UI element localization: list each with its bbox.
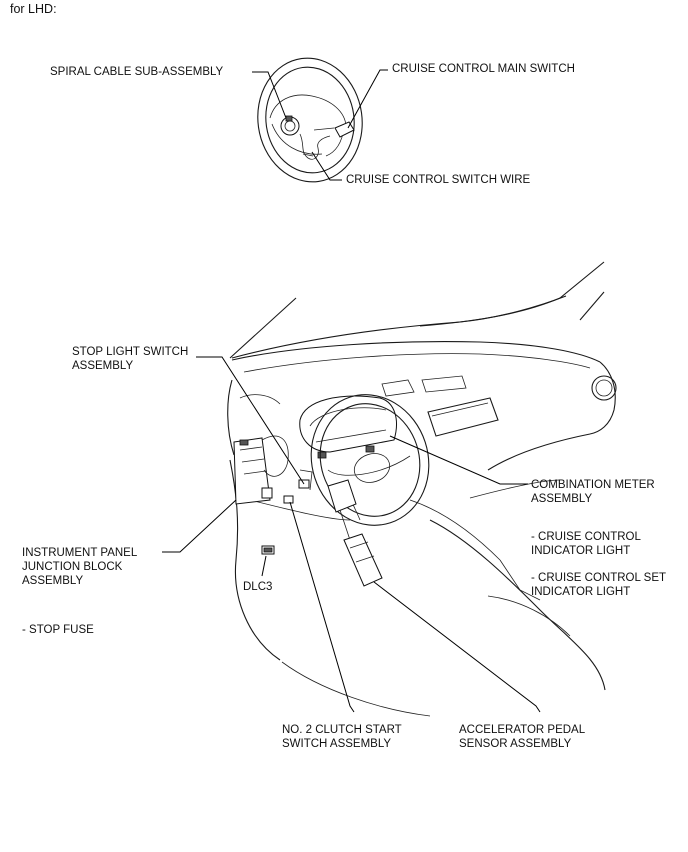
- label-stop-light-switch-line1: STOP LIGHT SWITCH: [72, 346, 189, 358]
- label-cc-indicator-line2: INDICATOR LIGHT: [531, 545, 631, 557]
- junction-block-illustration: [233, 435, 289, 505]
- steering-wheel-illustration: [257, 57, 363, 183]
- accelerator-pedal-illustration: [327, 479, 383, 587]
- label-clutch-switch-line2: SWITCH ASSEMBLY: [282, 738, 392, 750]
- label-cc-indicator-line1: - CRUISE CONTROL: [531, 531, 641, 543]
- dlc3-leader: [261, 555, 267, 577]
- switch-wire-leader: [311, 151, 342, 181]
- combination-meter-leader: [389, 435, 528, 485]
- label-dlc3: DLC3: [243, 581, 273, 593]
- combination-meter-illustration: [299, 395, 397, 459]
- page-title: for LHD:: [10, 2, 57, 16]
- label-junction-block-line3: ASSEMBLY: [22, 575, 84, 587]
- label-cruise-main-switch: CRUISE CONTROL MAIN SWITCH: [392, 63, 575, 75]
- label-spiral-cable: SPIRAL CABLE SUB-ASSEMBLY: [50, 66, 224, 78]
- label-cc-set-indicator-line2: INDICATOR LIGHT: [531, 586, 631, 598]
- label-cruise-switch-wire: CRUISE CONTROL SWITCH WIRE: [346, 174, 531, 186]
- label-combination-meter-line1: COMBINATION METER: [531, 479, 655, 491]
- dlc3-illustration: [261, 545, 275, 555]
- main-switch-leader: [347, 69, 388, 129]
- label-cc-set-indicator-line1: - CRUISE CONTROL SET: [531, 572, 667, 584]
- clutch-switch-illustration: [283, 495, 294, 504]
- label-junction-block-line1: INSTRUMENT PANEL: [22, 547, 138, 559]
- dashboard-illustration: [227, 261, 617, 717]
- label-clutch-switch-line1: NO. 2 CLUTCH START: [282, 724, 402, 736]
- junction-block-leader: [162, 499, 237, 553]
- label-accel-pedal-line2: SENSOR ASSEMBLY: [459, 738, 572, 750]
- label-stop-light-switch-line2: ASSEMBLY: [72, 360, 134, 372]
- accelerator-pedal-leader: [373, 581, 541, 713]
- label-junction-block-line2: JUNCTION BLOCK: [22, 561, 123, 573]
- spiral-cable-leader: [252, 71, 287, 119]
- clutch-switch-leader: [289, 501, 355, 713]
- label-combination-meter-line2: ASSEMBLY: [531, 493, 593, 505]
- label-accel-pedal-line1: ACCELERATOR PEDAL: [459, 724, 586, 736]
- stop-light-switch-leader: [196, 356, 305, 485]
- label-stop-fuse: - STOP FUSE: [22, 624, 94, 636]
